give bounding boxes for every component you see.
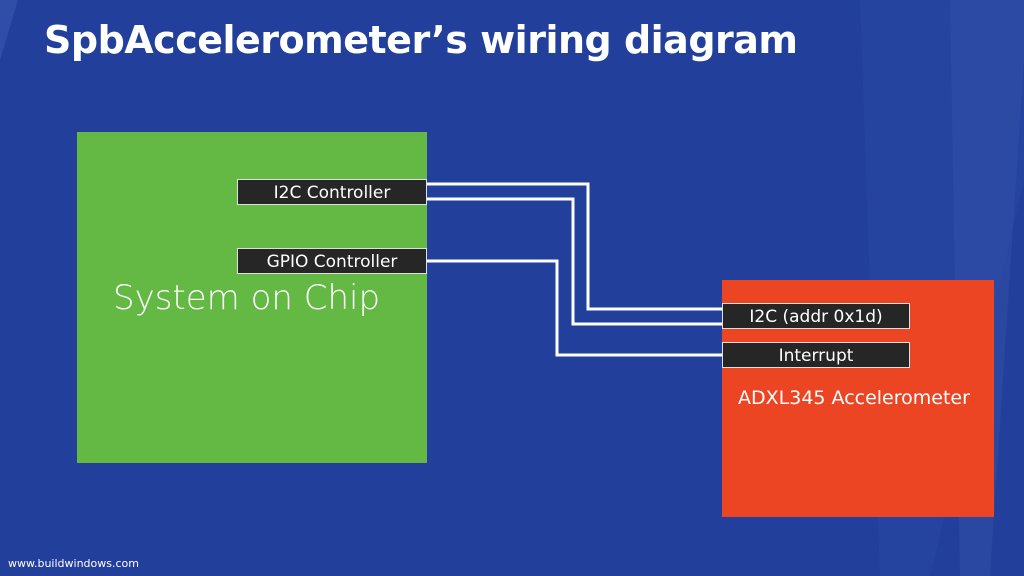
interrupt-port: Interrupt xyxy=(722,342,910,368)
i2c-controller-port: I2C Controller xyxy=(237,179,427,205)
system-on-chip-label: System on Chip xyxy=(113,278,381,318)
footer-url: www.buildwindows.com xyxy=(8,557,139,570)
accelerometer-label: ADXL345 Accelerometer xyxy=(738,387,970,409)
i2c-wire-outer xyxy=(427,182,722,311)
slide-title: SpbAccelerometer’s wiring diagram xyxy=(44,18,798,62)
i2c-wire-inner xyxy=(427,197,722,326)
gpio-controller-port: GPIO Controller xyxy=(237,248,427,274)
i2c-address-port: I2C (addr 0x1d) xyxy=(722,303,910,329)
interrupt-wire xyxy=(427,259,722,357)
